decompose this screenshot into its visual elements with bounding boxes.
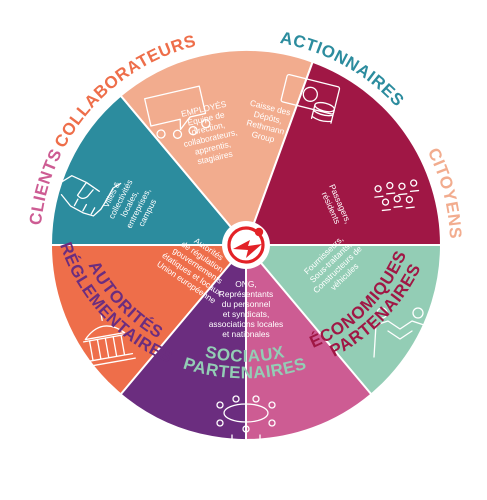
meeting-people-icon: [144, 85, 211, 139]
clients-description: Villes &collectivitéslocales,entreprises…: [97, 173, 161, 235]
partenaires-sociaux-label-2: SOCIAUX: [204, 342, 287, 365]
description-line: et nationales: [222, 329, 270, 339]
segment-actionnaires[interactable]: [49, 94, 249, 246]
description-line: et syndicats,: [223, 309, 270, 319]
description-line: ONG,: [235, 279, 256, 289]
collaborateurs-description: EMPLOYÉSÉquipe dedirection,collaborateur…: [176, 98, 243, 169]
description-line: Représentants: [219, 289, 273, 299]
passengers-crowd-icon: [374, 179, 420, 212]
handshake-people-icon: [373, 307, 427, 358]
money-coins-icon: [280, 73, 341, 124]
round-table-icon: [216, 395, 276, 440]
description-line: du personnel: [222, 299, 271, 309]
description-line: associations locales: [209, 319, 283, 329]
government-building-icon: [82, 311, 136, 368]
segment-citoyens[interactable]: [119, 49, 314, 247]
segments-group: [49, 49, 443, 442]
handshake-icon: [55, 175, 122, 217]
segment-clients[interactable]: [245, 242, 373, 442]
segment-partenaires-economiques[interactable]: [244, 60, 443, 246]
logo-icon: [222, 221, 270, 269]
